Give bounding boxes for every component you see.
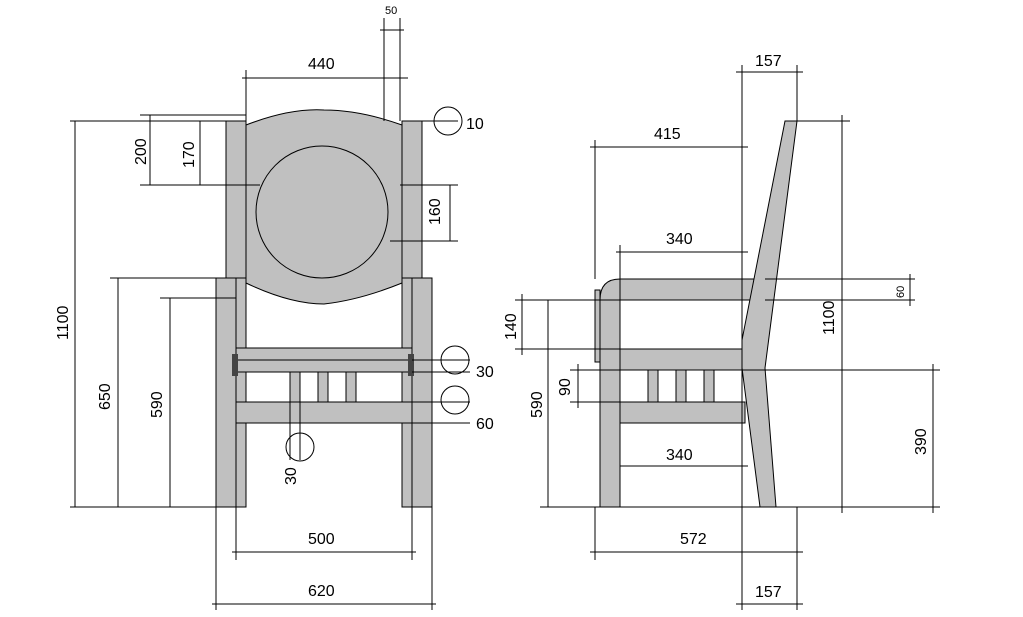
left-front-leg <box>215 277 247 508</box>
dim-label: 30 <box>283 467 300 485</box>
side-spindle <box>703 369 715 403</box>
dim-label: 1100 <box>821 300 838 335</box>
dim-label: 340 <box>666 231 693 248</box>
dim-label: 157 <box>755 53 782 70</box>
side-seat-rail <box>619 348 743 371</box>
spindle <box>317 371 329 403</box>
front-post <box>599 278 621 508</box>
spindle <box>345 371 357 403</box>
dim-label: 140 <box>503 313 520 340</box>
dim-label: 440 <box>308 56 335 73</box>
spindle <box>289 371 301 403</box>
dim-label: 30 <box>476 364 494 381</box>
lower-rail <box>235 401 413 424</box>
dim-label: 90 <box>557 378 574 396</box>
grip-right <box>408 354 414 376</box>
dim-label: 340 <box>666 447 693 464</box>
side-view: 157 415 340 60 140 1100 90 590 390 340 5… <box>503 53 940 610</box>
dim-label: 200 <box>133 138 150 165</box>
side-lower-rail <box>619 401 746 424</box>
dim-label: 60 <box>895 286 907 298</box>
dim-label: 415 <box>654 126 681 143</box>
right-front-leg <box>401 277 433 508</box>
side-spindle <box>647 369 659 403</box>
back-leg <box>741 120 798 508</box>
dim-label: 10 <box>466 116 484 133</box>
back-circle <box>255 145 389 279</box>
dim-label: 160 <box>427 198 444 225</box>
front-view: 50 440 10 200 170 160 1100 650 590 30 60… <box>55 5 494 610</box>
dim-label: 170 <box>181 141 198 168</box>
armrest <box>619 278 761 301</box>
grip-left <box>232 354 238 376</box>
arm-edge <box>594 289 601 363</box>
dim-label: 390 <box>913 428 930 455</box>
side-spindle <box>675 369 687 403</box>
dim-label: 1100 <box>55 305 72 340</box>
dim-label: 60 <box>476 416 494 433</box>
dim-label: 590 <box>529 391 546 418</box>
dim-label: 50 <box>385 5 397 17</box>
dim-label: 157 <box>755 584 782 601</box>
right-back-upright <box>401 120 423 282</box>
dim-label: 620 <box>308 583 335 600</box>
dim-label: 590 <box>149 391 166 418</box>
dim-label: 650 <box>97 383 114 410</box>
left-back-upright <box>225 120 247 282</box>
dim-label: 572 <box>680 531 707 548</box>
dim-label: 500 <box>308 531 335 548</box>
